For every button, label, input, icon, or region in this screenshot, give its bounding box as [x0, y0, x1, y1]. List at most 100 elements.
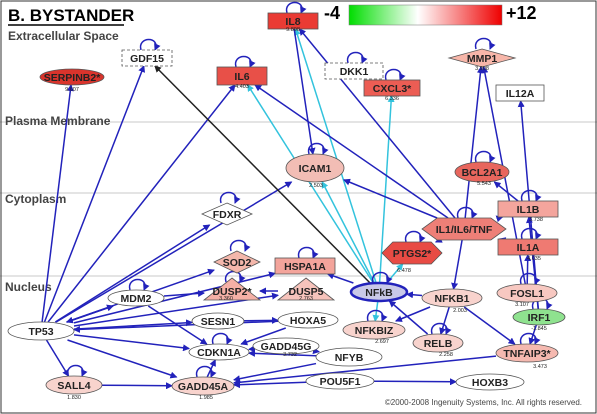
node-value-mmp1: 3.908 — [475, 66, 489, 72]
node-shape-sesn1 — [191, 312, 245, 330]
node-label-hoxb3: HOXB3 — [472, 377, 508, 389]
node-value-icam1: 2.503 — [309, 183, 323, 189]
node-shape-nfkb — [349, 281, 409, 303]
edge-il1b-to-bcl2a1 — [493, 181, 519, 202]
node-label-il1il6tnf: IL1/IL6/TNF — [436, 224, 493, 236]
self-loop-dkk1 — [346, 51, 368, 64]
edge-nfkb1-to-tnfaip3 — [463, 306, 516, 345]
node-label-tp53: TP53 — [28, 326, 53, 338]
node-label-il12a: IL12A — [506, 88, 535, 100]
node-shape-tnfaip3 — [495, 343, 559, 363]
node-serpinb2: SERPINB2*9.607 — [39, 68, 105, 93]
self-loop-mmp1 — [474, 37, 496, 50]
scale-max-label: +12 — [506, 3, 537, 23]
node-value-nfkbiz: 2.697 — [375, 339, 389, 345]
node-shape-gadd45g — [252, 337, 320, 355]
node-shape-mmp1 — [447, 48, 517, 68]
edge-tp53-to-serpinb2 — [41, 84, 74, 323]
node-shape-il8 — [267, 12, 319, 30]
section-plasma-membrane: Plasma Membrane — [5, 114, 111, 128]
self-loop-cxcl3 — [384, 68, 406, 81]
node-label-nfkb1: NFKB1 — [434, 293, 469, 305]
edge-nfkb-to-il8 — [294, 28, 377, 284]
node-value-gadd45a: 1.985 — [199, 395, 213, 401]
self-loop-bcl2a1 — [474, 150, 496, 163]
node-value-il1a: 4.035 — [527, 256, 541, 262]
node-shape-nfkb1 — [421, 288, 483, 308]
node-shape-nfkbiz — [342, 320, 406, 340]
self-loop-il1a — [520, 227, 542, 240]
node-label-sesn1: SESN1 — [201, 316, 236, 328]
node-il1a: IL1A 4.035 — [497, 238, 559, 262]
section-extracellular: Extracellular Space — [8, 29, 119, 43]
node-value-dusp2: 3.360 — [219, 296, 233, 302]
edge-il1il6tnf-to-nfkb1 — [451, 239, 463, 290]
edge-tp53-to-fdxr — [54, 224, 211, 323]
node-label-irf1: IRF1 — [528, 312, 551, 324]
node-shape-nfyb — [315, 347, 383, 367]
node-il12a: IL12A — [495, 84, 545, 102]
node-shape-hoxa5 — [277, 311, 339, 329]
edge-tp53-to-cdkn1a — [73, 334, 190, 352]
section-separators — [0, 121, 597, 277]
node-tnfaip3: TNFAIP3* 3.473 — [495, 343, 559, 370]
node-fdxr: FDXR — [201, 202, 253, 226]
edge-il8-to-icam1 — [293, 28, 316, 155]
node-label-bcl2a1: BCL2A1 — [462, 167, 503, 179]
node-label-hoxa5: HOXA5 — [290, 315, 326, 327]
section-nucleus: Nucleus — [5, 280, 52, 294]
node-shape-tp53 — [7, 321, 75, 341]
self-loop-mdm2 — [128, 278, 150, 291]
edge-nfkb1-to-nfkb — [406, 291, 423, 299]
self-loop-relb — [430, 322, 452, 335]
self-loop-fdxr — [219, 191, 241, 204]
node-value-gadd45g: 3.732 — [283, 352, 297, 358]
node-shape-cxcl3 — [363, 79, 421, 97]
copyright-notice: ©2000-2008 Ingenuity Systems, Inc. All r… — [385, 398, 582, 407]
edge-pou5f1-to-hoxb3 — [373, 378, 457, 386]
node-gdf15: GDF15 — [121, 49, 173, 67]
node-shape-fdxr — [201, 202, 253, 226]
edge-tp53-to-sesn1 — [73, 319, 193, 330]
self-loop-gadd45a — [195, 365, 217, 378]
node-label-nfyb: NFYB — [335, 352, 364, 364]
edge-fosl1-to-il1a — [524, 254, 532, 285]
node-shape-sall4 — [45, 375, 103, 395]
node-shape-il12a — [495, 84, 545, 102]
node-label-gadd45g: GADD45G — [261, 341, 312, 353]
node-nfkb1: NFKB1 2.003 — [421, 288, 483, 314]
node-shape-il6 — [216, 66, 268, 86]
node-label-tnfaip3: TNFAIP3* — [503, 348, 551, 360]
node-label-fosl1: FOSL1 — [510, 288, 544, 300]
self-loop-hspa1a — [297, 246, 319, 259]
self-loop-cdkn1a — [211, 332, 233, 345]
node-cdkn1a: CDKN1A — [188, 343, 250, 361]
node-label-il1a: IL1A — [517, 242, 540, 254]
node-shape-serpinb2 — [39, 68, 105, 86]
node-value-nfkb1: 2.003 — [453, 308, 467, 314]
edge-nfkb1-to-nfkbiz — [395, 306, 431, 322]
node-value-tnfaip3: 3.473 — [533, 364, 547, 370]
node-label-icam1: ICAM1 — [299, 163, 332, 175]
node-shape-il1il6tnf — [421, 217, 507, 241]
edge-tp53-to-icam1 — [55, 181, 293, 323]
node-label-mdm2: MDM2 — [121, 293, 152, 305]
figure-title: B. BYSTANDER — [8, 6, 134, 25]
node-il1il6tnf: IL1/IL6/TNF — [421, 217, 507, 241]
node-shape-mdm2 — [107, 289, 165, 307]
node-label-gdf15: GDF15 — [130, 53, 164, 65]
self-loop-sod2 — [229, 239, 251, 252]
node-label-relb: RELB — [424, 338, 453, 350]
edge-nfkb-to-il6 — [247, 84, 374, 284]
node-label-pou5f1: POU5F1 — [320, 376, 361, 388]
node-value-fosl1: 3.107 — [515, 302, 529, 308]
node-shape-fosl1 — [496, 283, 558, 303]
node-dusp2: DUSP2*3.360 — [202, 277, 262, 302]
node-value-irf1: -1.845 — [531, 326, 547, 332]
node-value-sall4: 1.830 — [67, 395, 81, 401]
edge-tp53-to-gdf15 — [43, 65, 145, 323]
edge-il1il6tnf-to-icam1 — [343, 178, 438, 219]
